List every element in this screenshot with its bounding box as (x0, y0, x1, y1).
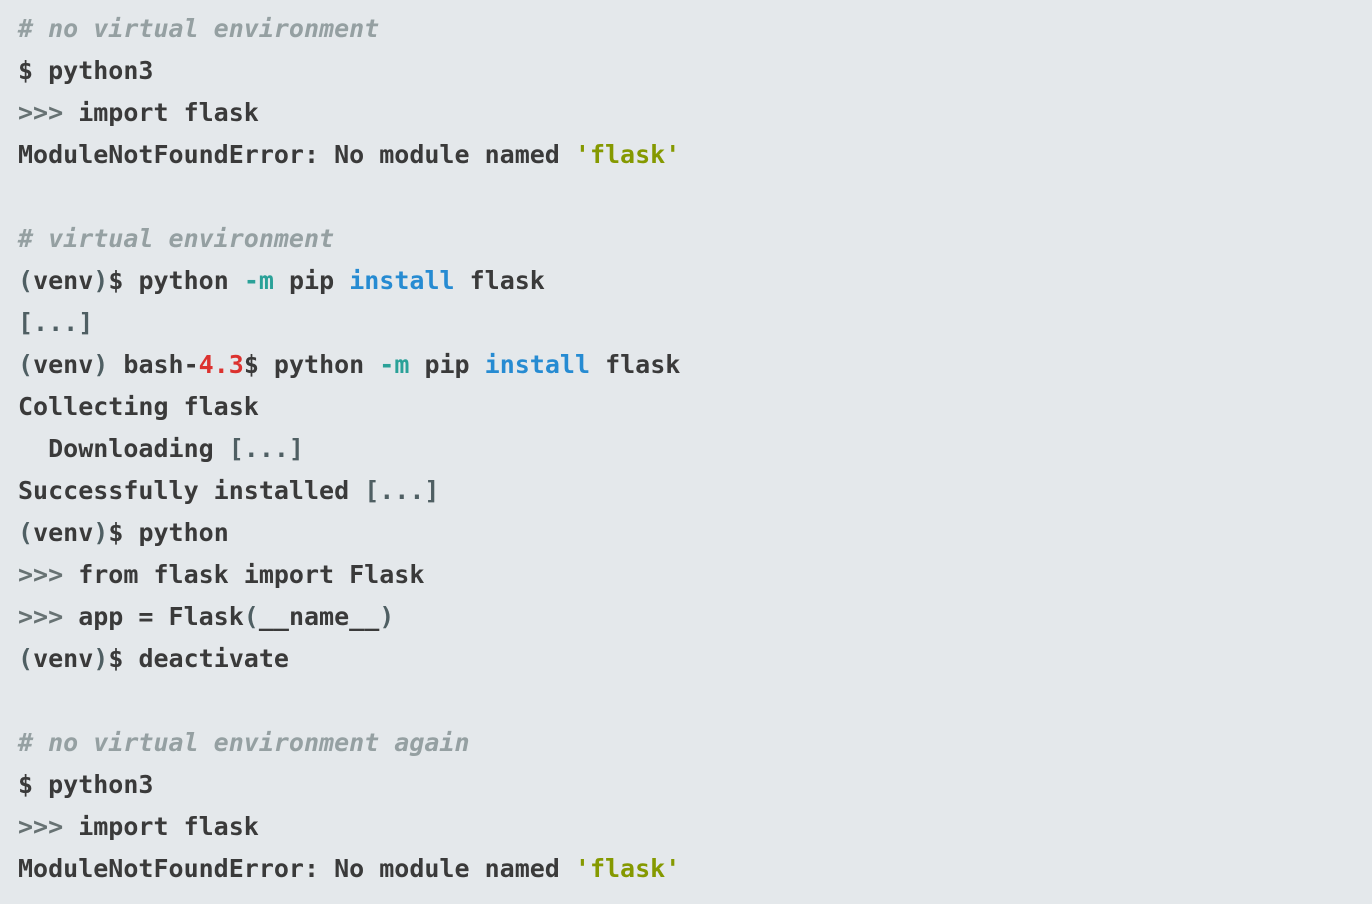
code-token-text: venv (33, 644, 94, 673)
code-token-text: pip (273, 266, 350, 295)
code-line: $ python3 (18, 50, 1372, 92)
code-token-text: $ python3 (18, 56, 154, 85)
code-line: [...] (18, 302, 1372, 344)
code-token-muted: ) (93, 266, 109, 295)
code-token-text: venv (33, 350, 94, 379)
code-token-text: $ python3 (18, 770, 154, 799)
code-token-string: 'flask' (574, 140, 681, 169)
code-token-text: $ python (243, 350, 380, 379)
code-token-text: Downloading (18, 434, 229, 463)
code-token-prompt: >>> (18, 602, 64, 631)
code-token-muted: ( (243, 602, 259, 631)
code-line: (venv) bash-4.3$ python -m pip install f… (18, 344, 1372, 386)
code-token-muted: ) (93, 518, 109, 547)
code-token-muted: [...] (18, 308, 94, 337)
code-token-prompt: >>> (18, 98, 64, 127)
code-token-muted: ) (379, 602, 395, 631)
code-token-muted: [...] (228, 434, 304, 463)
code-token-comment: # no virtual environment (18, 14, 380, 43)
code-token-text: $ python (108, 518, 229, 547)
code-line: >>> import flask (18, 806, 1372, 848)
code-token-text: ModuleNotFoundError: No module named (18, 854, 575, 883)
code-token-muted: ( (18, 518, 34, 547)
code-token-muted: ( (18, 350, 34, 379)
code-token-text: bash- (108, 350, 199, 379)
code-line: >>> from flask import Flask (18, 554, 1372, 596)
code-line: ModuleNotFoundError: No module named 'fl… (18, 848, 1372, 890)
code-token-string: 'flask' (574, 854, 681, 883)
code-token-text: venv (33, 266, 94, 295)
blank-line (18, 176, 1372, 218)
code-token-text: venv (33, 518, 94, 547)
code-token-prompt: >>> (18, 560, 64, 589)
code-token-text: $ deactivate (108, 644, 289, 673)
code-line: Downloading [...] (18, 428, 1372, 470)
code-token-text: ModuleNotFoundError: No module named (18, 140, 575, 169)
code-token-text: flask (454, 266, 545, 295)
code-token-text: import flask (63, 812, 259, 841)
code-token-muted: ) (93, 350, 109, 379)
code-token-muted: ) (93, 644, 109, 673)
code-token-text: Collecting flask (18, 392, 259, 421)
code-token-text: import flask (63, 98, 259, 127)
code-token-keyword: install (484, 350, 591, 379)
code-token-comment: # virtual environment (18, 224, 335, 253)
code-line: # no virtual environment again (18, 722, 1372, 764)
code-token-muted: ( (18, 644, 34, 673)
code-token-text: Successfully installed (18, 476, 365, 505)
code-token-text: __name__ (258, 602, 380, 631)
code-line: Collecting flask (18, 386, 1372, 428)
code-token-text: flask (590, 350, 681, 379)
code-token-muted: ( (18, 266, 34, 295)
code-token-number: 4.3 (198, 350, 244, 379)
code-line: # no virtual environment (18, 8, 1372, 50)
code-token-flag: -m (379, 350, 410, 379)
code-line: (venv)$ deactivate (18, 638, 1372, 680)
code-line: # virtual environment (18, 218, 1372, 260)
code-token-keyword: install (349, 266, 455, 295)
code-token-comment: # no virtual environment again (18, 728, 470, 757)
code-line: (venv)$ python -m pip install flask (18, 260, 1372, 302)
code-token-flag: -m (243, 266, 274, 295)
code-token-prompt: >>> (18, 812, 64, 841)
code-line: >>> app = Flask(__name__) (18, 596, 1372, 638)
code-line: (venv)$ python (18, 512, 1372, 554)
code-token-muted: [...] (364, 476, 440, 505)
code-token-text: app = Flask (63, 602, 244, 631)
code-token-text: from flask import Flask (63, 560, 425, 589)
code-token-text: pip (409, 350, 485, 379)
code-token-text: $ python (108, 266, 244, 295)
blank-line (18, 680, 1372, 722)
code-line: ModuleNotFoundError: No module named 'fl… (18, 134, 1372, 176)
code-line: Successfully installed [...] (18, 470, 1372, 512)
code-line: >>> import flask (18, 92, 1372, 134)
code-line: $ python3 (18, 764, 1372, 806)
